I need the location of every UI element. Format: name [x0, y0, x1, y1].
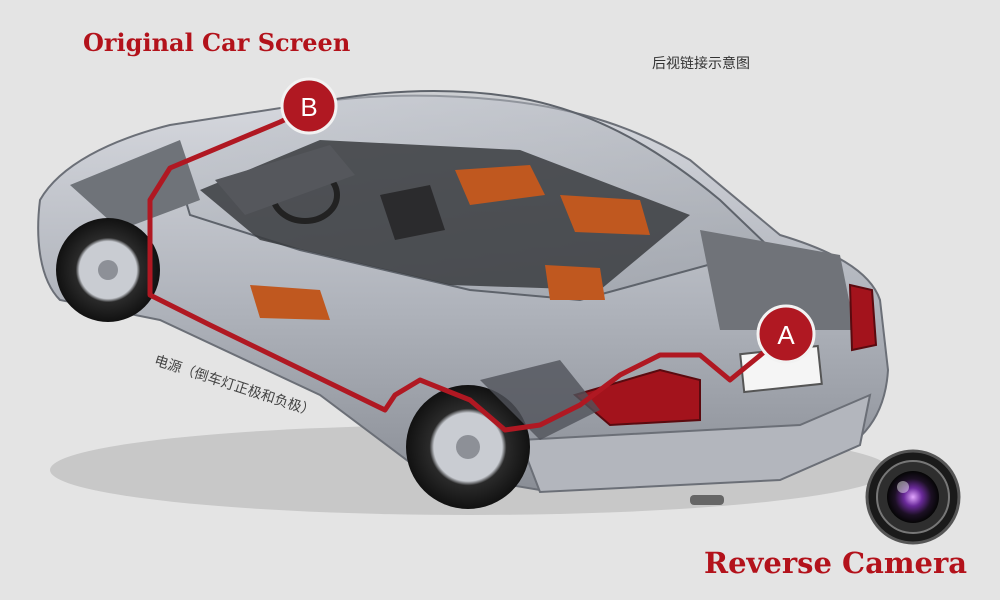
- marker-b-circle: [280, 77, 338, 135]
- chinese-heading: 后视链接示意图: [652, 56, 750, 72]
- tail-light-main: [572, 368, 701, 427]
- rear-bumper: [518, 393, 872, 494]
- exhaust-pipe: [690, 495, 724, 505]
- marker-b: B: [280, 77, 338, 135]
- diagram-title: Original Car Screen: [83, 28, 351, 57]
- camera-lens: [887, 471, 939, 523]
- wiring-route: [147, 107, 788, 433]
- camera-title: Reverse Camera: [704, 546, 968, 580]
- trunk: [700, 230, 855, 330]
- marker-a: A: [756, 304, 816, 364]
- marker-b-label: B: [300, 92, 317, 122]
- marker-a-label: A: [777, 320, 795, 350]
- rear-suspension: [480, 360, 600, 440]
- front-wheel-hub: [98, 260, 118, 280]
- engine-bay: [70, 140, 200, 230]
- dashboard: [215, 145, 355, 215]
- rear-seat-right: [560, 195, 650, 235]
- camera-illustration: [865, 449, 961, 545]
- rear-wheel-hub: [456, 435, 480, 459]
- rear-seat-left: [455, 165, 545, 205]
- camera-lens-glare: [897, 481, 909, 493]
- front-seat-cushion: [250, 285, 330, 320]
- car-illustration: [37, 90, 890, 509]
- front-seat: [380, 185, 445, 240]
- tail-light-side: [848, 283, 878, 352]
- marker-a-circle: [756, 304, 816, 364]
- rear-seat-cushion: [545, 265, 605, 300]
